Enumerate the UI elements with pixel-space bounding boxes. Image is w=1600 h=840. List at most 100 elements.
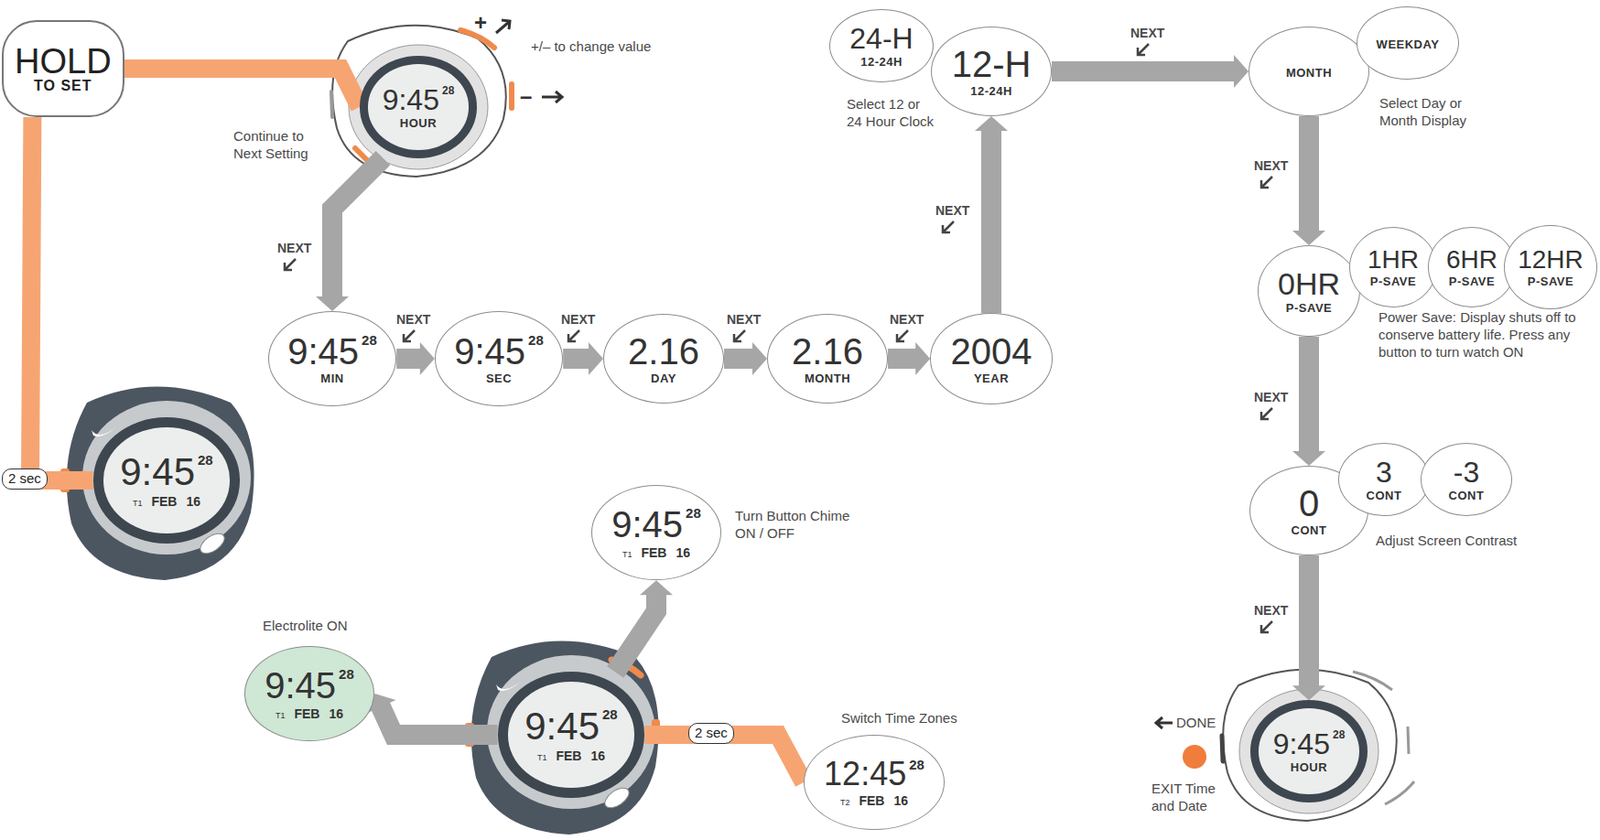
display-row: 9:4528 — [524, 707, 617, 746]
display-text: CONT — [1448, 489, 1485, 502]
watch-display: 9:4528T1FEB16 — [93, 417, 241, 543]
setting-display: 0HR P-SAVE — [1257, 245, 1361, 337]
plus-arrow — [496, 20, 510, 33]
arrow-head — [315, 296, 349, 312]
next-arrow — [284, 259, 296, 271]
display-content: -3CONT — [1448, 457, 1485, 502]
watch-bezel — [82, 400, 251, 555]
display-content: 9:4528HOUR — [1273, 729, 1346, 774]
display-row: 12HR — [1517, 247, 1584, 273]
done-arrow — [1156, 717, 1173, 729]
display-text: 28 — [442, 85, 455, 97]
flow-band — [366, 693, 498, 736]
display-row: 2.16 — [791, 333, 864, 370]
display-row: 9:4528 — [264, 667, 355, 704]
display-text: 9:45 — [264, 667, 336, 704]
display-text: CONT — [1291, 524, 1328, 537]
instruction-note: Switch Time Zones — [841, 710, 958, 728]
display-text: 9:45 — [119, 453, 195, 492]
next-arrow — [734, 330, 746, 342]
next-label: NEXT — [396, 312, 431, 327]
display-row: 12-24H — [860, 53, 903, 68]
display-text: MIN — [320, 372, 344, 385]
display-row: T1FEB16 — [132, 491, 201, 509]
display-content: MONTH — [1286, 64, 1332, 79]
next-label: NEXT — [1254, 158, 1288, 173]
display-row: 9:4528 — [1273, 729, 1346, 759]
arrow-head — [639, 580, 673, 595]
top-watch — [331, 20, 563, 177]
display-row: 9:4528 — [454, 333, 544, 370]
display-content: 0HR P-SAVE — [1277, 268, 1341, 314]
band-line — [1298, 336, 1319, 453]
display-text: 0 — [1298, 485, 1319, 522]
display-text: 12:45 — [823, 757, 907, 791]
done-watch — [1221, 670, 1415, 822]
next-arrow — [403, 330, 415, 342]
display-row: HOUR — [400, 114, 437, 130]
display-text: 12-24H — [860, 55, 903, 68]
display-content: 2004YEAR — [950, 333, 1032, 385]
side-button — [1221, 735, 1223, 762]
band-line — [124, 68, 360, 108]
option-display: 6HR P-SAVE — [1427, 227, 1516, 308]
instruction-note: Select Day or Month Display — [1379, 95, 1481, 130]
next-arrow — [1261, 408, 1273, 420]
display-row: 0HR — [1277, 268, 1341, 300]
display-text: P-SAVE — [1448, 275, 1495, 288]
display-text: HOUR — [400, 117, 437, 130]
arrow-head — [420, 342, 435, 376]
display-row: 9:4528 — [611, 506, 702, 543]
display-row: P-SAVE — [1448, 272, 1495, 288]
display-content: 9:4528T1FEB16 — [119, 453, 213, 509]
arrow-head — [1292, 451, 1326, 466]
instruction-note: Adjust Screen Contrast — [1375, 532, 1517, 551]
next-arrow — [1261, 176, 1273, 188]
display-text: 3 — [1375, 457, 1393, 487]
logo-swoosh — [91, 426, 118, 437]
display-content: HOLDTO SET — [14, 43, 112, 94]
display-row: 9:4528 — [382, 85, 455, 115]
done-button-dot — [1182, 745, 1207, 769]
display-row: DAY — [650, 369, 677, 385]
band-line — [30, 117, 94, 481]
display-text: FEB — [640, 546, 667, 560]
display-content: 3CONT — [1366, 457, 1403, 502]
display-row: 9:4528 — [119, 453, 213, 492]
band-line — [380, 706, 498, 736]
hold-path — [124, 68, 360, 108]
hold-callout: HOLDTO SET — [1, 20, 125, 118]
flow-band — [974, 116, 1008, 314]
display-text: TO SET — [33, 78, 93, 94]
option-display: 24-H12-24H — [829, 9, 933, 84]
display-text: 9:45 — [524, 707, 600, 746]
light-display: 9:4528T1FEB16 — [244, 646, 376, 743]
minus-arrow — [541, 91, 563, 103]
setting-display: 2.16DAY — [603, 313, 725, 404]
band-line — [1298, 555, 1319, 687]
arrow-head — [1292, 685, 1326, 701]
watch-display: 9:4528T1FEB16 — [497, 671, 646, 798]
instruction-note: Turn Button Chime ON / OFF — [735, 508, 873, 543]
next-label: NEXT — [1254, 603, 1288, 618]
arrow-head — [915, 342, 930, 376]
display-row: 0 — [1298, 485, 1319, 522]
watch-bezel — [348, 44, 488, 170]
display-text: 12HR — [1517, 247, 1584, 273]
side-button — [331, 91, 333, 118]
arrow-head — [974, 116, 1008, 131]
display-row: YEAR — [973, 369, 1009, 385]
option-display: 3CONT — [1338, 443, 1430, 517]
display-text: 28 — [361, 333, 378, 347]
display-content: 24-H12-24H — [849, 23, 913, 68]
watch-body — [1222, 670, 1397, 822]
display-content: 2.16DAY — [627, 333, 700, 385]
minus-button — [508, 84, 515, 109]
display-text: 12-24H — [970, 85, 1013, 98]
display-row: MONTH — [804, 369, 851, 385]
display-row: 6HR — [1446, 247, 1498, 273]
display-row: P-SAVE — [1370, 272, 1417, 288]
display-row: 2.16 — [627, 333, 700, 370]
display-text: P-SAVE — [1286, 302, 1332, 314]
